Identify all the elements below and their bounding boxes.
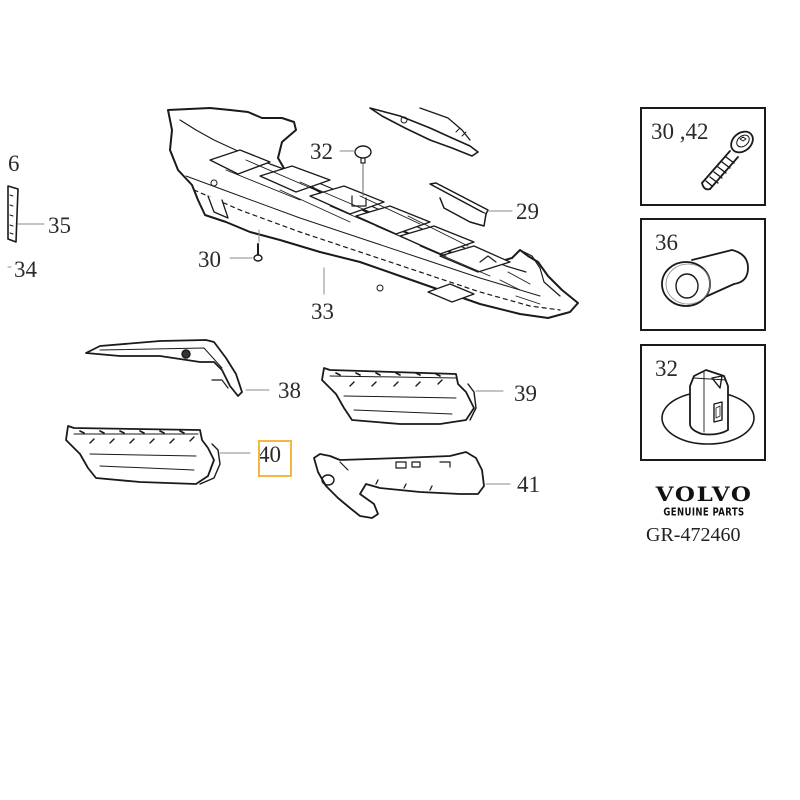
callout-38[interactable]: 38	[278, 378, 301, 403]
inset-bushing-label: 36	[655, 230, 678, 255]
part-29-deflector[interactable]	[429, 182, 513, 227]
screw-icon	[701, 130, 754, 191]
callout-6[interactable]: 6	[8, 151, 20, 176]
inset-push-clip[interactable]: 32	[640, 344, 766, 461]
selected-part-highlight	[258, 440, 292, 477]
inset-push-clip-label: 32	[655, 356, 678, 381]
callout-32[interactable]: 32	[310, 139, 333, 164]
part-35-bracket[interactable]	[7, 185, 45, 268]
brand-subtitle: GENUINE PARTS	[663, 507, 745, 519]
diagram-id: GR-472460	[646, 524, 741, 546]
brand-logo: VOLVO GENUINE PARTS	[648, 482, 760, 519]
callout-35[interactable]: 35	[48, 213, 71, 238]
inset-screw[interactable]: 30 ,42	[640, 107, 766, 206]
callout-40[interactable]: 40	[258, 442, 281, 467]
part-30-screw[interactable]	[229, 229, 325, 295]
push-clip-icon	[661, 369, 755, 445]
inset-screw-label: 30 ,42	[651, 119, 709, 144]
callout-33[interactable]: 33	[311, 299, 334, 324]
brand-name: VOLVO	[655, 482, 753, 506]
callout-34[interactable]: 34	[14, 257, 37, 282]
part-32-push-clip[interactable]	[339, 145, 372, 197]
part-41-bracket[interactable]	[313, 451, 511, 519]
bushing-icon	[661, 249, 749, 307]
callout-30[interactable]: 30	[198, 247, 221, 272]
callout-39[interactable]: 39	[514, 381, 537, 406]
part-38-trim-strip[interactable]	[85, 339, 270, 397]
part-39-lower-grille-right[interactable]	[321, 367, 504, 425]
callout-41[interactable]: 41	[517, 472, 540, 497]
part-40-lower-grille-left[interactable]	[65, 425, 251, 485]
callout-29[interactable]: 29	[516, 199, 539, 224]
part-33-splash-shield[interactable]	[167, 107, 579, 319]
inset-bushing[interactable]: 36	[640, 218, 766, 331]
upper-bumper-edge-partial	[369, 107, 479, 157]
